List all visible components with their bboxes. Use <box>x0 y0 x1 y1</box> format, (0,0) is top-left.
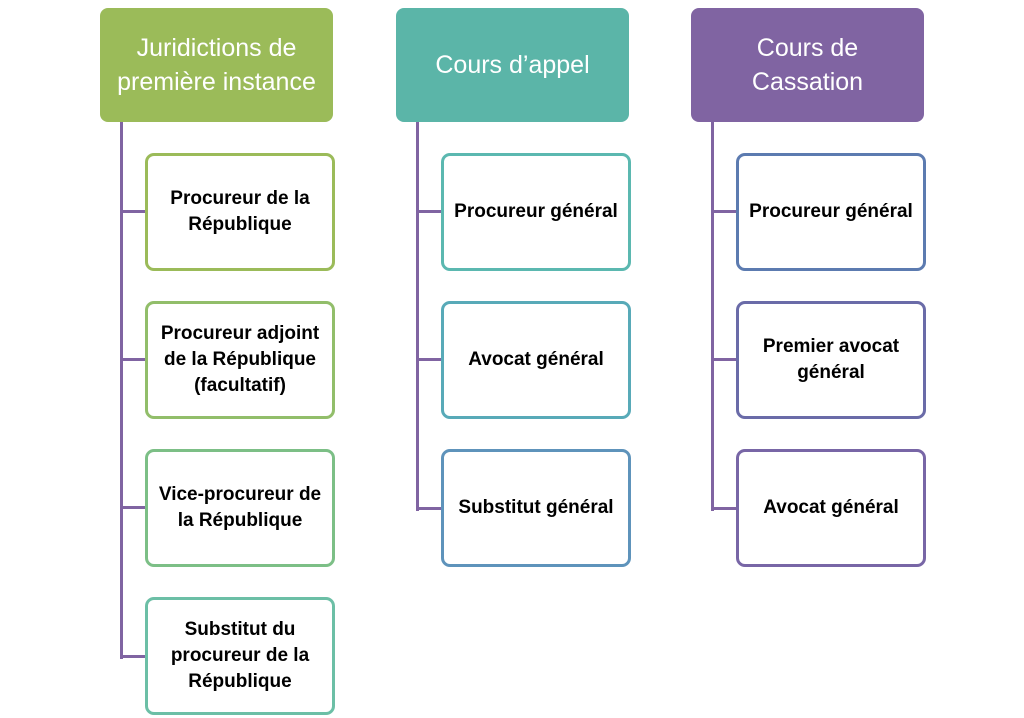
role-box: Substitut du procureur de la République <box>145 597 335 715</box>
role-box: Premier avocat général <box>736 301 926 419</box>
connector-line-col1 <box>120 120 123 659</box>
role-label: Procureur adjoint de la République (facu… <box>160 323 320 396</box>
role-label: Premier avocat général <box>762 336 900 383</box>
connector-branch <box>120 358 147 361</box>
role-label: Substitut du procureur de la République <box>170 619 310 692</box>
role-box: Vice-procureur de la République <box>145 449 335 567</box>
role-box: Substitut général <box>441 449 631 567</box>
column-header-cours-appel: Cours d’appel <box>396 8 629 122</box>
column-header-label: Juridictions de première instance <box>117 34 316 96</box>
role-box: Procureur général <box>736 153 926 271</box>
connector-branch <box>120 210 147 213</box>
connector-branch <box>416 210 443 213</box>
connector-branch <box>416 358 443 361</box>
connector-branch <box>120 506 147 509</box>
connector-line-col2 <box>416 120 419 511</box>
connector-branch <box>120 655 147 658</box>
role-box: Procureur de la République <box>145 153 335 271</box>
connector-branch <box>416 507 443 510</box>
column-header-premiere-instance: Juridictions de première instance <box>100 8 333 122</box>
role-box: Avocat général <box>441 301 631 419</box>
role-label: Procureur de la République <box>170 188 310 235</box>
column-header-label: Cours d’appel <box>435 51 590 79</box>
connector-line-col3 <box>711 120 714 511</box>
connector-branch <box>711 507 738 510</box>
role-box: Avocat général <box>736 449 926 567</box>
role-label: Substitut général <box>458 497 614 518</box>
role-label: Procureur général <box>749 201 913 222</box>
role-box: Procureur général <box>441 153 631 271</box>
column-header-label: Cours de Cassation <box>751 34 864 96</box>
role-box: Procureur adjoint de la République (facu… <box>145 301 335 419</box>
column-header-cours-cassation: Cours de Cassation <box>691 8 924 122</box>
connector-branch <box>711 210 738 213</box>
role-label: Avocat général <box>468 349 604 370</box>
role-label: Vice-procureur de la République <box>158 484 322 531</box>
role-label: Avocat général <box>763 497 899 518</box>
role-label: Procureur général <box>454 201 618 222</box>
connector-branch <box>711 358 738 361</box>
